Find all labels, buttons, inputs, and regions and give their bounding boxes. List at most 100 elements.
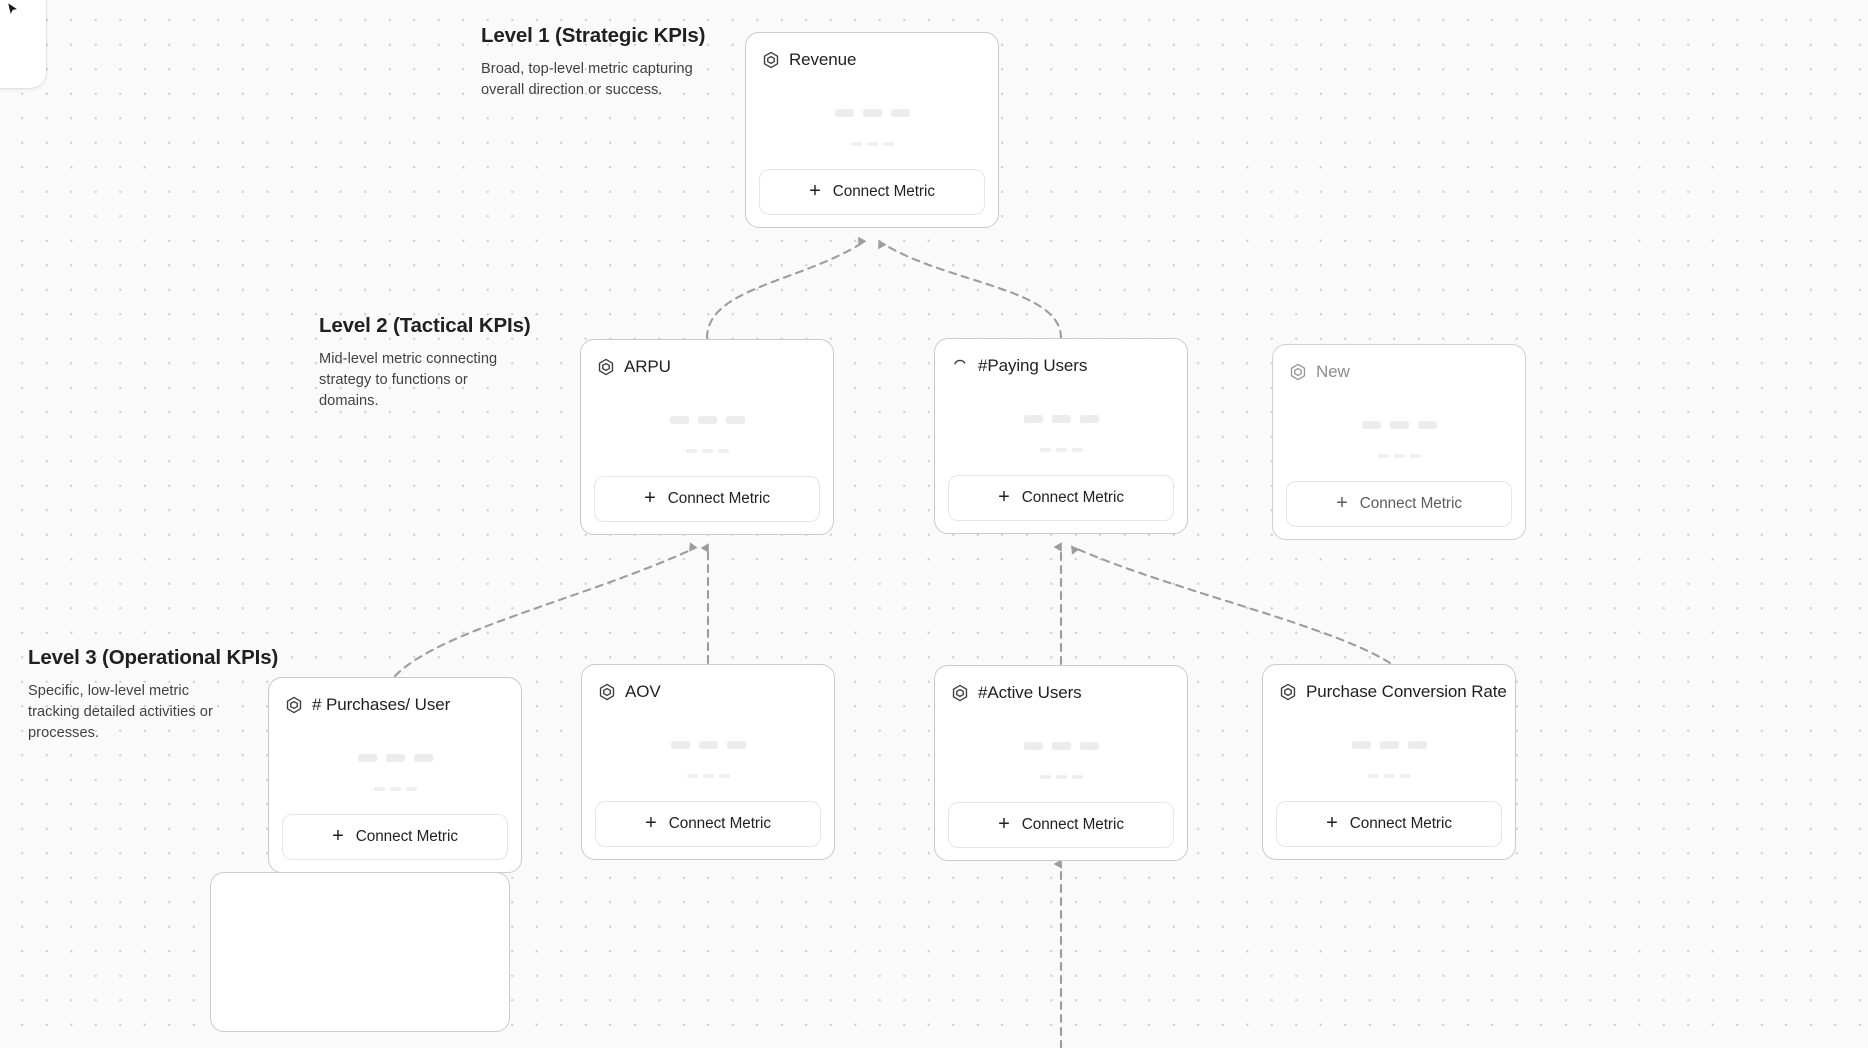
connect-metric-button-purchase-conversion-rate[interactable]: + Connect Metric: [1276, 801, 1502, 847]
skeleton-row-secondary: [1286, 453, 1512, 458]
hexagon-metric-icon: [598, 358, 614, 376]
skeleton-bar: [1055, 447, 1067, 452]
hexagon-metric-icon: [1290, 363, 1306, 381]
loading-spinner-icon: [954, 359, 966, 365]
node-header-purchases-per-user: # Purchases/ User: [282, 691, 508, 717]
skeleton-bar: [1079, 414, 1099, 423]
skeleton-row-primary: [759, 108, 985, 117]
metric-node-aov[interactable]: AOV + Connect Metric: [581, 664, 835, 860]
level-3-label-block: Level 3 (Operational KPIs) Specific, low…: [28, 646, 279, 744]
level-2-title: Level 2 (Tactical KPIs): [319, 314, 531, 337]
skeleton-bar: [1389, 420, 1409, 429]
level-2-label-block: Level 2 (Tactical KPIs) Mid-level metric…: [319, 314, 531, 412]
skeleton-bar: [866, 141, 878, 146]
connect-metric-button-active-users[interactable]: + Connect Metric: [948, 802, 1174, 848]
node-header-paying-users: #Paying Users: [948, 352, 1174, 378]
metric-node-arpu[interactable]: ARPU + Connect Metric: [580, 339, 834, 535]
connect-metric-button-purchases-per-user[interactable]: + Connect Metric: [282, 814, 508, 860]
node-title-paying-users: #Paying Users: [978, 356, 1088, 375]
skeleton-bar: [1399, 773, 1411, 778]
hexagon-metric-icon: [286, 696, 302, 714]
skeleton-row-secondary: [282, 786, 508, 791]
connect-metric-button-paying-users[interactable]: + Connect Metric: [948, 475, 1174, 521]
skeleton-row-secondary: [594, 448, 820, 453]
skeleton-row-primary: [594, 415, 820, 424]
skeleton-bar: [413, 753, 433, 762]
connect-metric-button-revenue[interactable]: + Connect Metric: [759, 169, 985, 215]
node-header-new: New: [1286, 358, 1512, 384]
skeleton-row-secondary: [948, 447, 1174, 452]
node-body-paying-users: [948, 378, 1174, 475]
skeleton-bar: [405, 786, 417, 791]
skeleton-row-secondary: [1276, 773, 1502, 778]
node-title-revenue: Revenue: [789, 50, 857, 69]
skeleton-row-primary: [1276, 740, 1502, 749]
plus-icon: +: [809, 180, 821, 202]
edge-paying-users-to-revenue: [878, 239, 1063, 340]
level-2-description: Mid-level metric connecting strategy to …: [319, 351, 498, 409]
skeleton-bar: [850, 141, 862, 146]
skeleton-bar: [698, 740, 718, 749]
metric-node-partial-below-purchases[interactable]: [210, 872, 510, 1032]
node-body-new: [1286, 384, 1512, 481]
node-body-purchase-conversion-rate: [1276, 704, 1502, 801]
level-1-label-block: Level 1 (Strategic KPIs) Broad, top-leve…: [481, 24, 706, 101]
skeleton-row-secondary: [948, 774, 1174, 779]
skeleton-bar: [725, 415, 745, 424]
level-3-title: Level 3 (Operational KPIs): [28, 646, 279, 669]
metric-node-active-users[interactable]: #Active Users + Connect Metric: [934, 665, 1188, 861]
plus-icon: +: [645, 812, 657, 834]
node-header-partial: [224, 886, 496, 912]
connect-metric-button-arpu[interactable]: + Connect Metric: [594, 476, 820, 522]
metric-node-purchase-conversion-rate[interactable]: Purchase Conversion Rate + Connect Metri…: [1262, 664, 1516, 860]
skeleton-bar: [1055, 774, 1067, 779]
plus-icon: +: [644, 487, 656, 509]
hexagon-metric-icon: [763, 51, 779, 69]
metric-node-purchases-per-user[interactable]: # Purchases/ User + Connect Metric: [268, 677, 522, 873]
skeleton-bar: [1383, 773, 1395, 778]
skeleton-row-primary: [1286, 420, 1512, 429]
skeleton-row-secondary: [595, 773, 821, 778]
connect-metric-label: Connect Metric: [667, 490, 770, 507]
skeleton-bar: [385, 753, 405, 762]
edge-purchases-to-arpu: [393, 542, 698, 678]
skeleton-bar: [685, 448, 697, 453]
level-1-description: Broad, top-level metric capturing overal…: [481, 61, 693, 98]
skeleton-bar: [890, 108, 910, 117]
plus-icon: +: [998, 486, 1010, 508]
metric-node-paying-users[interactable]: #Paying Users + Connect Metric: [934, 338, 1188, 534]
skeleton-bar: [701, 448, 713, 453]
node-title-purchase-conversion-rate: Purchase Conversion Rate: [1306, 682, 1507, 701]
metric-node-new[interactable]: New + Connect Metric: [1272, 344, 1526, 540]
skeleton-bar: [1051, 414, 1071, 423]
skeleton-bar: [373, 786, 385, 791]
node-title-new: New: [1316, 362, 1350, 381]
skeleton-bar: [1379, 740, 1399, 749]
skeleton-bar: [1071, 447, 1083, 452]
cursor-pointer-icon[interactable]: [6, 2, 20, 16]
skeleton-bar: [697, 415, 717, 424]
connect-metric-label: Connect Metric: [1349, 815, 1452, 832]
skeleton-row-primary: [948, 741, 1174, 750]
level-1-title: Level 1 (Strategic KPIs): [481, 24, 706, 47]
connect-metric-button-aov[interactable]: + Connect Metric: [595, 801, 821, 847]
hexagon-metric-icon: [952, 684, 968, 702]
skeleton-bar: [726, 740, 746, 749]
skeleton-bar: [1417, 420, 1437, 429]
skeleton-bar: [1367, 773, 1379, 778]
skeleton-bar: [717, 448, 729, 453]
node-header-active-users: #Active Users: [948, 679, 1174, 705]
skeleton-bar: [669, 415, 689, 424]
node-header-aov: AOV: [595, 678, 821, 704]
node-header-revenue: Revenue: [759, 46, 985, 72]
hexagon-metric-icon: [1280, 683, 1296, 701]
floating-toolbar-panel[interactable]: [0, 0, 46, 88]
metric-node-revenue[interactable]: Revenue + Connect Metric: [745, 32, 999, 228]
node-body-revenue: [759, 72, 985, 169]
skeleton-bar: [357, 753, 377, 762]
connect-metric-label: Connect Metric: [1359, 495, 1462, 512]
skeleton-row-primary: [595, 740, 821, 749]
connect-metric-button-new[interactable]: + Connect Metric: [1286, 481, 1512, 527]
skeleton-bar: [1377, 453, 1389, 458]
